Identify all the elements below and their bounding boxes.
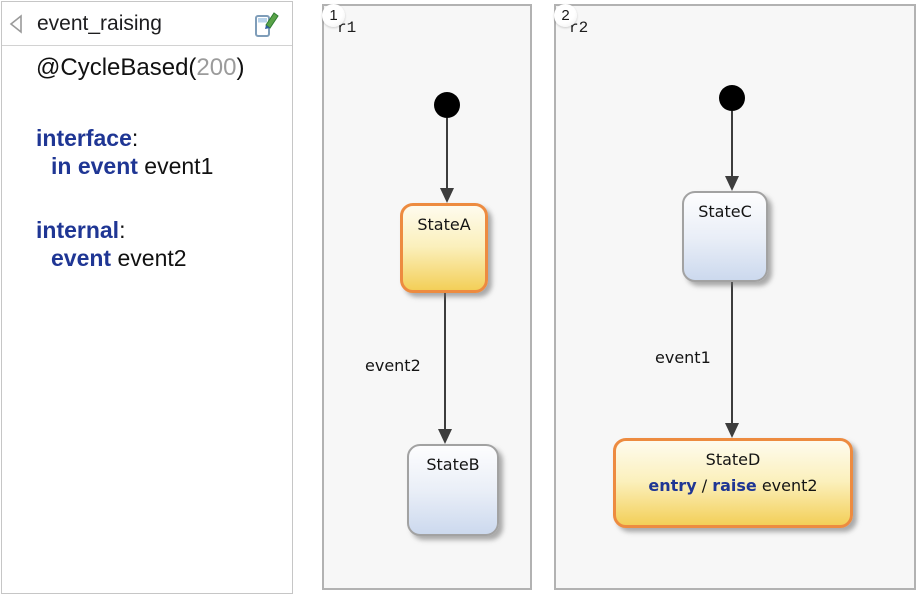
region-priority-badge: 2: [554, 4, 577, 27]
edit-definition-icon[interactable]: [254, 9, 280, 39]
internal-event-keyword: event: [51, 245, 112, 271]
spacer: [36, 180, 292, 216]
region-name-label[interactable]: r2: [569, 19, 589, 37]
internal-keyword: internal: [36, 217, 120, 243]
state-StateC[interactable]: StateC: [682, 191, 768, 282]
state-name-label: StateD: [705, 450, 761, 469]
transitions-layer: [719, 85, 745, 438]
declaration-header: event_raising: [2, 2, 292, 46]
statechart-title: event_raising: [37, 11, 162, 35]
arrowhead-icon: [440, 188, 454, 203]
state-StateB[interactable]: StateB: [407, 444, 499, 536]
region-r2[interactable]: 2 r2 StateC StateD entry / raise event2 …: [554, 4, 916, 590]
interface-colon: :: [131, 125, 139, 151]
entry-keyword: entry: [648, 476, 697, 495]
declaration-panel[interactable]: event_raising @CycleBased(200) interface…: [1, 1, 293, 594]
interface-line: interface:: [36, 124, 292, 152]
interface-keyword: interface: [36, 125, 132, 151]
internal-event-name: event2: [111, 245, 187, 271]
arrowhead-icon: [725, 176, 739, 191]
in-event-line: in event event1: [36, 152, 292, 180]
definition-section-text[interactable]: @CycleBased(200) interface: in event eve…: [2, 46, 292, 272]
transition-label-event1[interactable]: event1: [655, 348, 711, 367]
region-name-label[interactable]: r1: [337, 19, 357, 37]
annotation-open: @CycleBased(: [36, 54, 197, 81]
state-name-label: StateB: [426, 455, 480, 474]
behavior-separator: /: [696, 476, 713, 495]
state-name-label: StateC: [698, 202, 752, 221]
state-name-label: StateA: [417, 215, 471, 234]
state-StateD[interactable]: StateD entry / raise event2: [613, 438, 853, 528]
collapse-triangle-icon[interactable]: [8, 13, 24, 34]
initial-state-dot[interactable]: [434, 92, 460, 118]
in-event-keyword: in event: [51, 153, 138, 179]
raised-event-name: event2: [756, 476, 818, 495]
transition-label-event2[interactable]: event2: [365, 356, 421, 375]
internal-colon: :: [119, 217, 126, 243]
region-priority-badge: 1: [322, 4, 345, 27]
state-entry-behavior: entry / raise event2: [616, 476, 850, 495]
in-event-name: event1: [137, 153, 214, 179]
internal-event-line: event event2: [36, 244, 292, 272]
region-r1[interactable]: 1 r1 StateA StateB event2: [322, 4, 532, 590]
annotation-close: ): [236, 54, 245, 81]
spacer: [36, 83, 292, 124]
state-StateA[interactable]: StateA: [400, 203, 488, 293]
arrowhead-icon: [725, 423, 739, 438]
transitions-layer: [434, 92, 460, 444]
arrowhead-icon: [438, 429, 452, 444]
annotation-value: 200: [196, 54, 237, 81]
raise-keyword: raise: [712, 476, 757, 495]
internal-line: internal:: [36, 216, 292, 244]
annotation-line: @CycleBased(200): [36, 53, 292, 83]
initial-state-dot[interactable]: [719, 85, 745, 111]
